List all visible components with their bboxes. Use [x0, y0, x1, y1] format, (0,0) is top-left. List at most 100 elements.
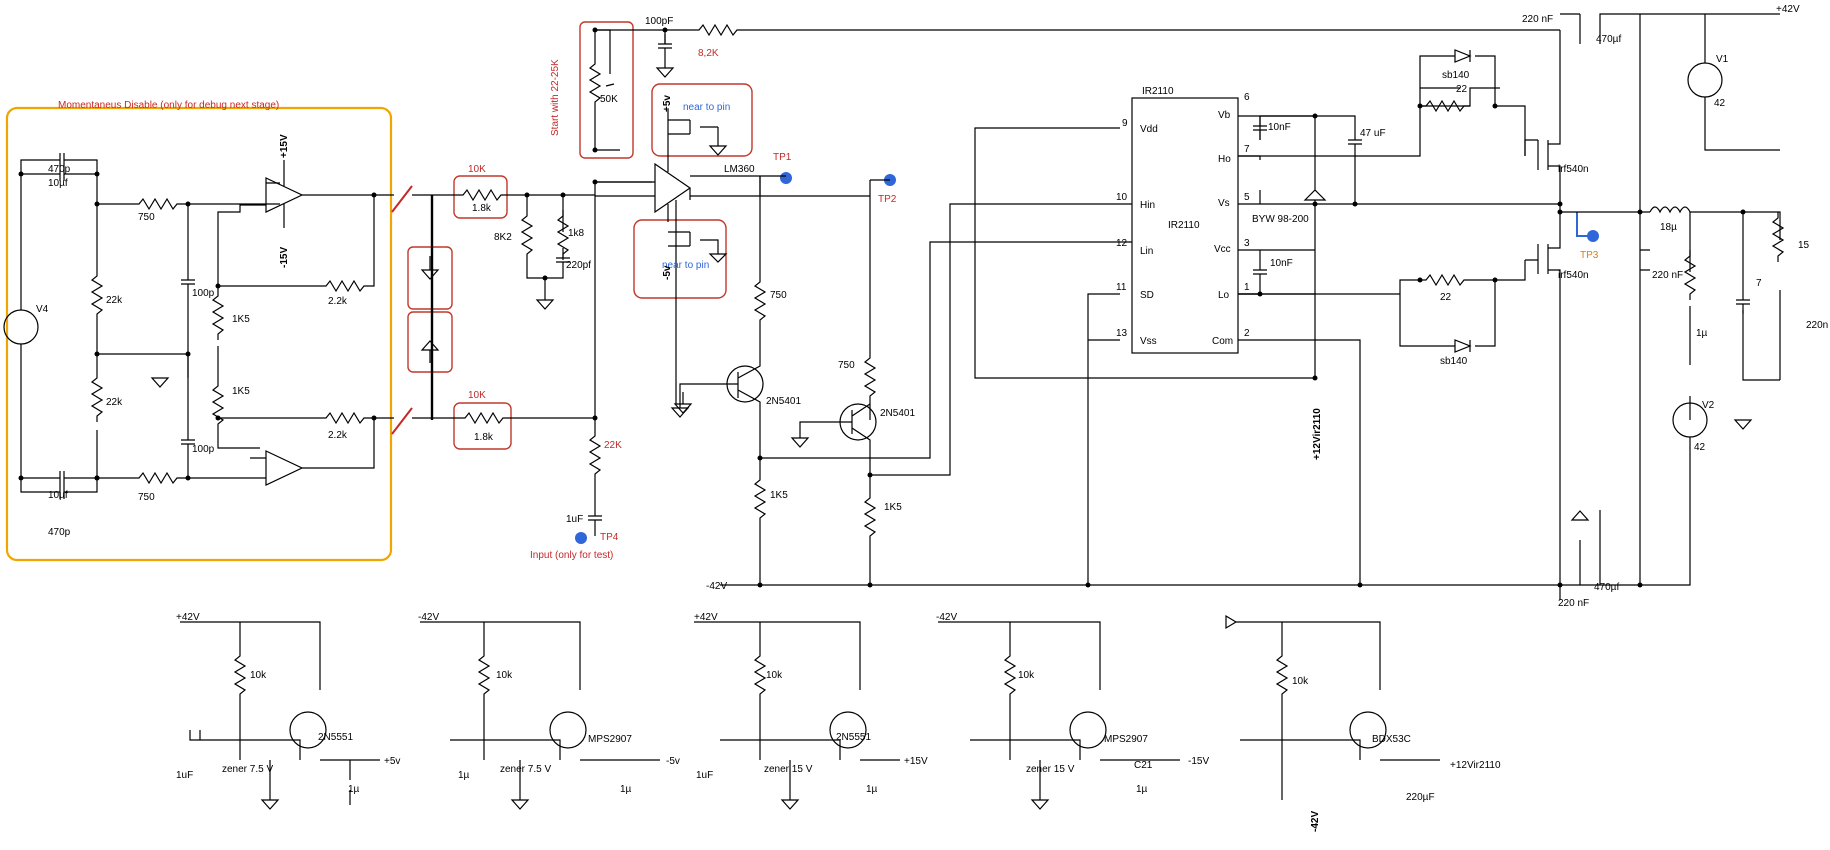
v2-label: V2 [1702, 400, 1715, 411]
bottom-labels: +42V 10k 2N5551 1uF zener 7.5 V 1µ +5v -… [176, 612, 1501, 832]
bc1-q: MPS2907 [588, 734, 632, 745]
c220nf-bot-label: 220 nF [1558, 598, 1589, 609]
r1k8-label: 1k8 [568, 228, 585, 239]
ir-p1: 1 [1244, 282, 1250, 293]
bc3-co: 1µ [1136, 784, 1148, 795]
r1k5-a-label: 1K5 [232, 314, 250, 325]
r8k2-label: 8K2 [494, 232, 512, 243]
tp1-marker[interactable] [780, 172, 792, 184]
r750-q2-label: 750 [838, 360, 855, 371]
c220pf-label: 220pf [566, 260, 591, 271]
tp1-label: TP1 [773, 152, 792, 163]
r7-label: 7 [1756, 278, 1762, 289]
input-stage [3, 152, 377, 500]
start-with-label: Start with 22-25K [550, 59, 561, 136]
input-test-label: Input (only for test) [530, 550, 613, 561]
c470uf-bot-label: 470µf [1594, 582, 1619, 593]
bc3-rail: -42V [936, 612, 957, 623]
bc2-z: zener 15 V [764, 764, 813, 775]
l18u-label: 18µ [1660, 222, 1677, 233]
bc4-q: BDX53C [1372, 734, 1411, 745]
near-pin-bottom-label: near to pin [662, 260, 709, 271]
tp4-marker[interactable] [575, 532, 587, 544]
lm360-label: LM360 [724, 164, 755, 175]
c10nf-b-label: 10nF [1270, 258, 1293, 269]
ir-p5: 5 [1244, 192, 1250, 203]
ir-vss-label: Vss [1140, 336, 1157, 347]
bc4-out: +12Vir2110 [1450, 760, 1501, 771]
bc1-rail: -42V [418, 612, 439, 623]
c100pf-label: 100pF [645, 16, 673, 27]
v1-val: 42 [1714, 98, 1726, 109]
bc0-rail: +42V [176, 612, 200, 623]
r1k5-q2-label: 1K5 [884, 502, 902, 513]
c470uf-top-label: 470µf [1596, 34, 1621, 45]
feedback-column [587, 24, 1560, 536]
r2k2-b-label: 2.2k [328, 430, 348, 441]
bc0-z: zener 7.5 V [222, 764, 273, 775]
vcc-switch-box [407, 311, 453, 373]
ir-vb-label: Vb [1218, 110, 1231, 121]
c220n-r-label: 220n [1806, 320, 1828, 331]
bc1-r: 10k [496, 670, 513, 681]
ir-lo-label: Lo [1218, 290, 1230, 301]
p15-label: +15V [279, 134, 290, 158]
r10k-b-label: 10K [468, 390, 486, 401]
bc3-r: 10k [1018, 670, 1035, 681]
bc4-co: 220µF [1406, 792, 1435, 803]
ir-title-label: IR2110 [1142, 86, 1174, 97]
r18k-b-label: 1.8k [474, 432, 494, 443]
ir-p7: 7 [1244, 144, 1250, 155]
near-pin-top-box [651, 83, 753, 157]
r1k5-b-label: 1K5 [232, 386, 250, 397]
c470p-bot-label: 470p [48, 527, 71, 538]
sb140-bot-label: sb140 [1440, 356, 1468, 367]
v1-label: V1 [1716, 54, 1729, 65]
c470p-top-label: 470p [48, 164, 71, 175]
c10u-top-label: 10µf [48, 178, 68, 189]
bottom-wiring [420, 614, 1440, 810]
tp4-label: TP4 [600, 532, 619, 543]
disable-section-box [5, 106, 393, 562]
ir-sd-label: SD [1140, 290, 1154, 301]
r22-bot-label: 22 [1440, 292, 1452, 303]
bc2-q: 2N5551 [836, 732, 871, 743]
v4-label: V4 [36, 304, 49, 315]
ir-p13: 13 [1116, 328, 1128, 339]
r8-2k-label: 8,2K [698, 48, 719, 59]
ir2110-driver [974, 49, 1560, 585]
ir-lin-label: Lin [1140, 246, 1153, 257]
ir-p11: 11 [1116, 282, 1127, 293]
bc1-c: 1µ [458, 770, 470, 781]
c100p-b-label: 100p [192, 444, 215, 455]
bc2-c: 1uF [696, 770, 713, 781]
bc1-co: 1µ [620, 784, 632, 795]
c100p-a-label: 100p [192, 288, 215, 299]
near-pin-bottom-box [633, 219, 727, 299]
output-stage [1524, 13, 1784, 600]
bc3-extra: C21 [1134, 760, 1153, 771]
bc0-r: 10k [250, 670, 267, 681]
bc0-q: 2N5551 [318, 732, 353, 743]
r50k-label: 50K [600, 94, 618, 105]
r10k-a-label: 10K [468, 164, 486, 175]
r750-q1-label: 750 [770, 290, 787, 301]
r750-top-label: 750 [138, 212, 155, 223]
c220nf-mid-label: 220 nF [1652, 270, 1683, 281]
r10k-b-box [453, 402, 512, 450]
sb140-top-label: sb140 [1442, 70, 1470, 81]
ir-vcc-label: Vcc [1214, 244, 1231, 255]
r2k2-a-label: 2.2k [328, 296, 348, 307]
r22k-a-label: 22k [106, 295, 123, 306]
transistor-drivers [671, 176, 1560, 588]
r22k-b-label: 22k [106, 397, 123, 408]
byw-label: BYW 98-200 [1252, 214, 1309, 225]
p42v-top-label: +42V [1776, 4, 1800, 15]
tp2-label: TP2 [878, 194, 897, 205]
r22k-in-label: 22K [604, 440, 622, 451]
ir-com-label: Com [1212, 336, 1233, 347]
r1k5-q1-label: 1K5 [770, 490, 788, 501]
p12vir-label: +12Vir2110 [1312, 408, 1323, 460]
ir-p9: 9 [1122, 118, 1128, 129]
